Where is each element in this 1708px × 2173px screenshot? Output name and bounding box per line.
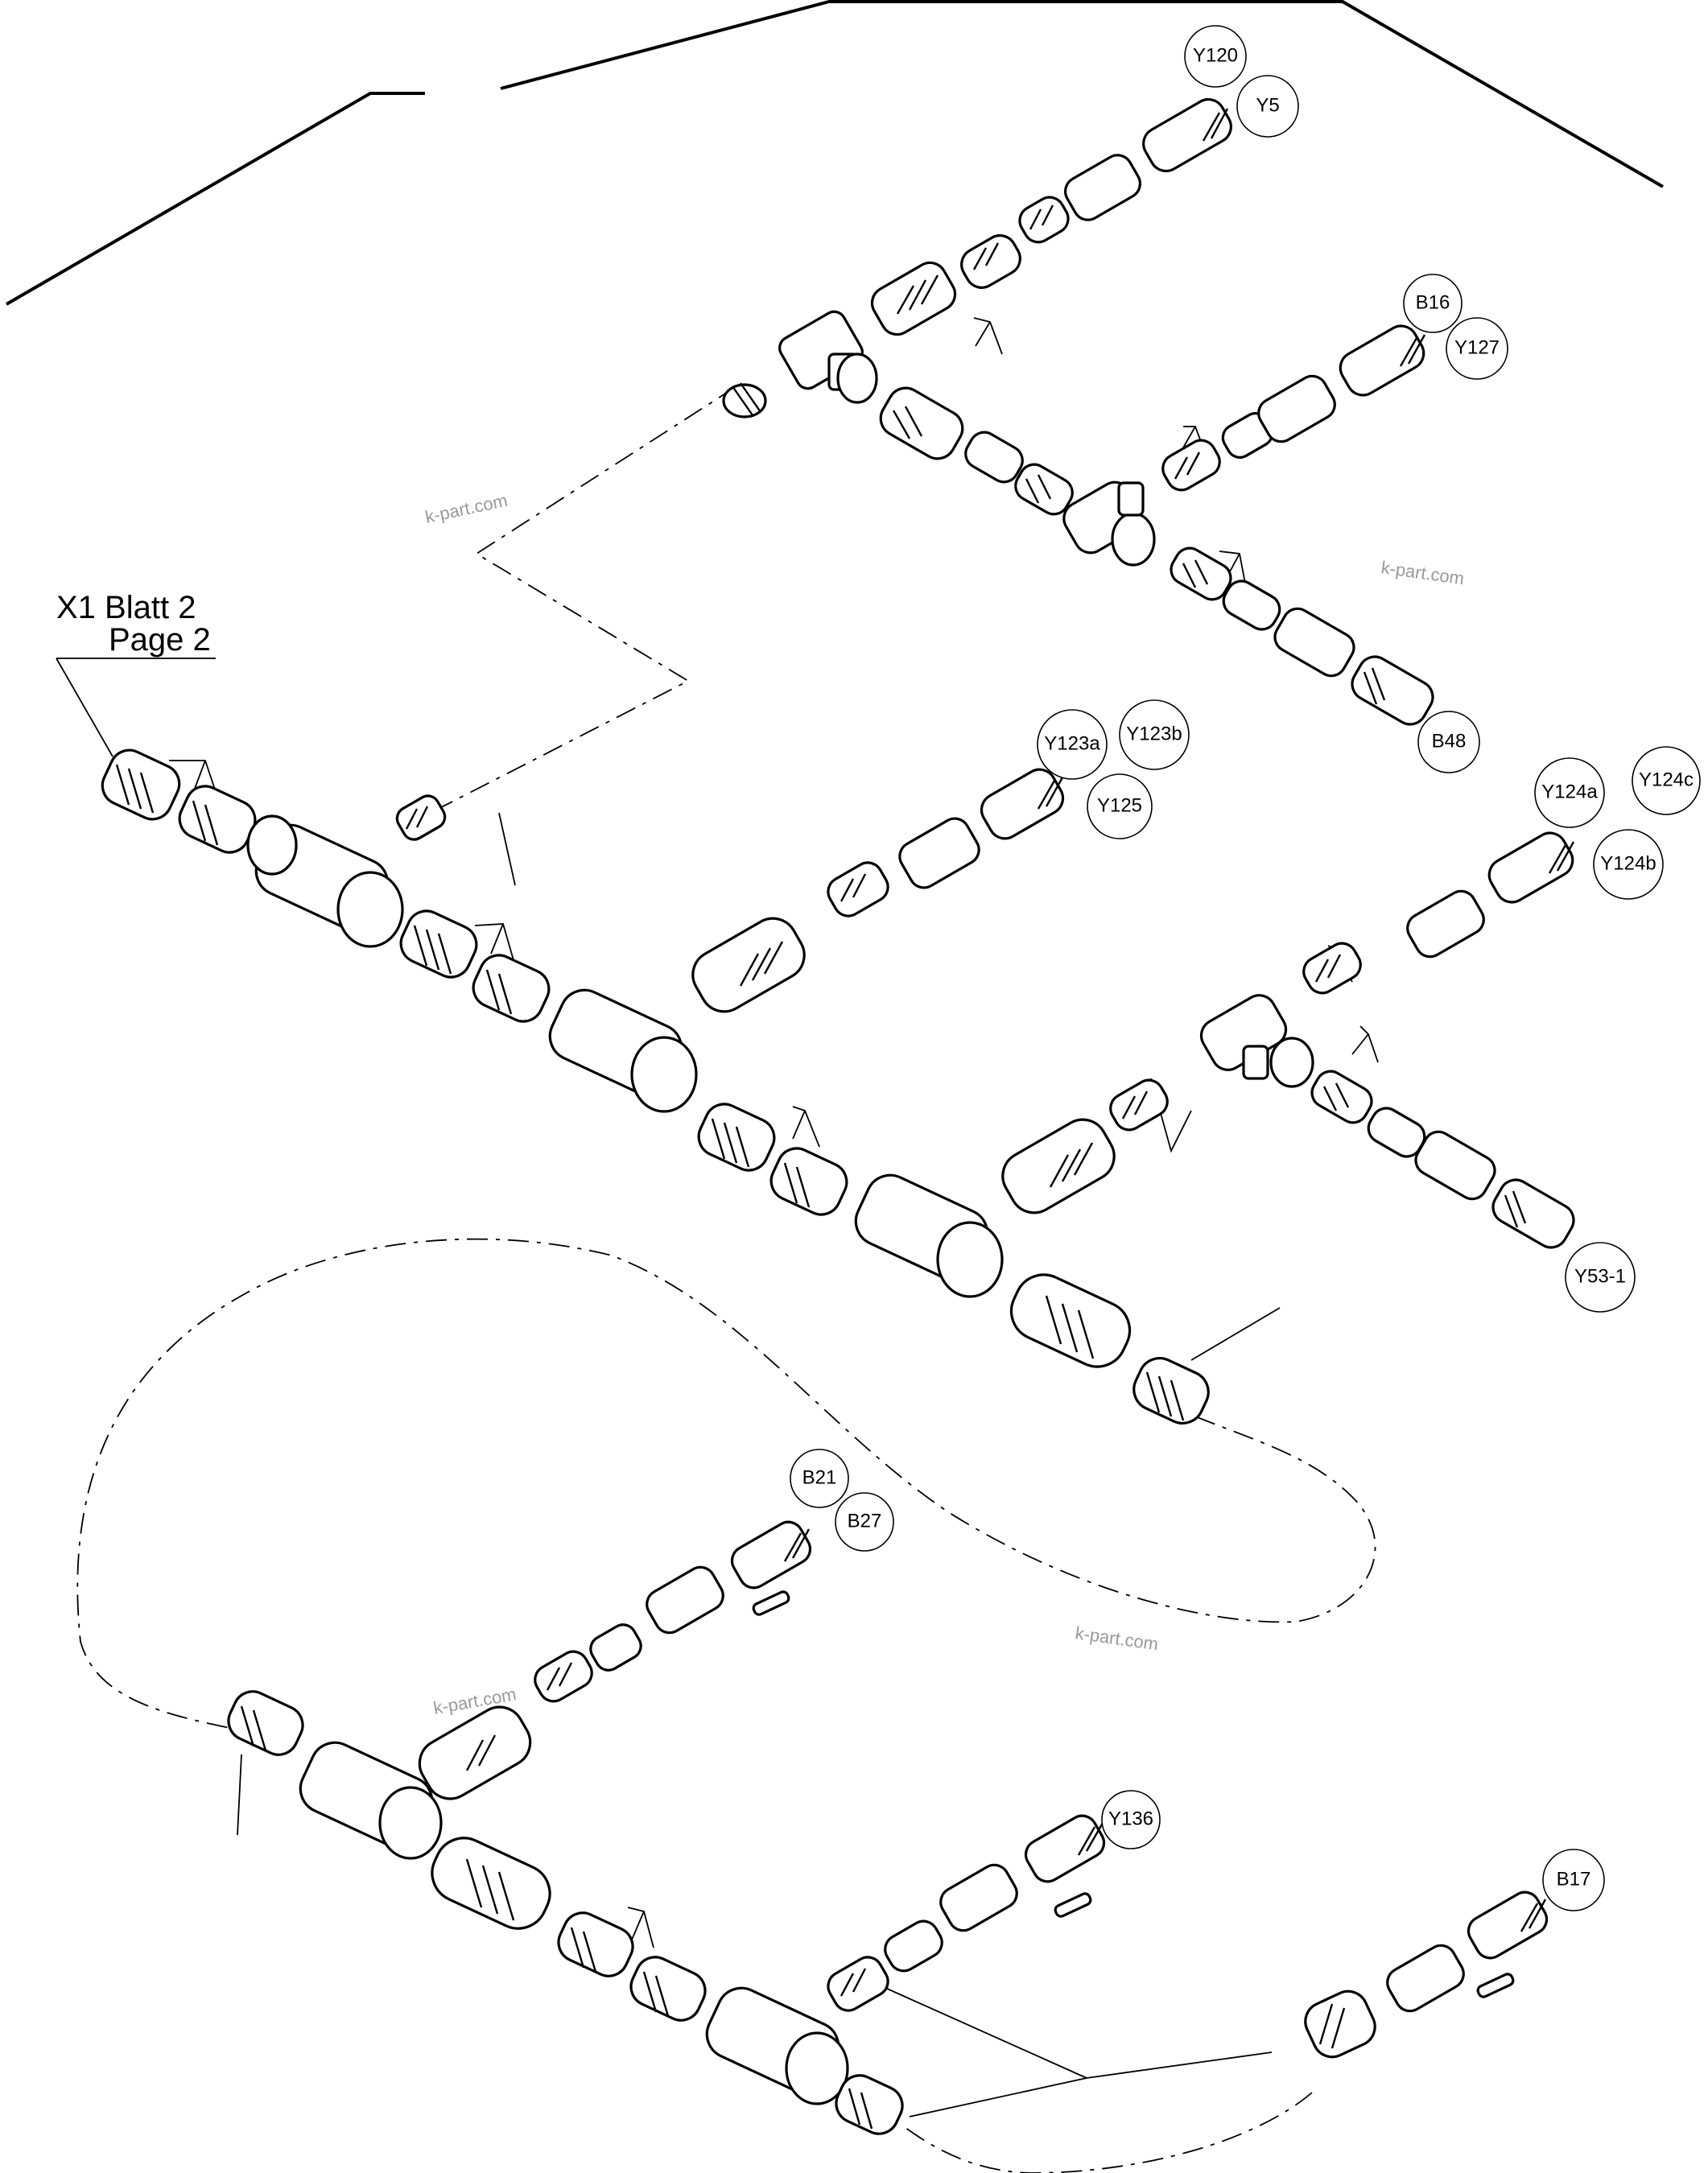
callout-y125: Y125 [1087,773,1153,839]
callout-circle [1037,709,1108,780]
watermark-1: k-part.com [423,490,510,527]
callout-y120: Y120 [1184,25,1247,88]
connector-group-main [101,748,1210,1425]
callout-b48: B48 [1417,711,1480,773]
callout-label: Y124a [1541,781,1598,802]
callout-circle [1087,773,1153,839]
callout-circle [1593,829,1664,900]
callout-y53-1: Y53-1 [1565,1242,1636,1313]
reference-label-line1: X1 Blatt 2 [56,590,196,625]
cable-edge-left [5,92,425,306]
cable-edge-right [500,0,1665,188]
callout-circle [1184,25,1247,88]
callout-label: Y124c [1639,769,1694,790]
callout-label: Y125 [1097,794,1142,816]
callout-circle [1403,274,1463,333]
callout-b16: B16 [1403,274,1463,333]
callout-circle [1101,1790,1161,1849]
callout-label: B16 [1416,291,1450,313]
callout-circle [1446,317,1508,380]
callout-circle [1236,75,1299,138]
callout-circle [1119,699,1190,770]
callout-y127: Y127 [1446,317,1508,380]
callout-label: Y120 [1193,44,1238,66]
callout-y123a: Y123a [1037,709,1108,780]
routing-line-upper [414,386,737,822]
connector-group-upper [722,97,1232,419]
callout-label: Y127 [1454,336,1500,358]
callout-label: B17 [1557,1868,1591,1890]
callout-circle [1534,757,1605,828]
routing-line-loop [76,1238,1376,1731]
reference-label-line2: Page 2 [109,622,211,658]
callout-b17: B17 [1542,1849,1605,1911]
callout-circle [1632,746,1701,815]
callout-label: Y123b [1126,723,1182,744]
callout-circle [790,1449,849,1508]
callout-y124b: Y124b [1593,829,1664,900]
callout-label: B21 [802,1466,837,1488]
callout-label: Y53-1 [1574,1265,1626,1287]
watermark-3: k-part.com [1074,1623,1159,1654]
callout-circle [1417,711,1480,773]
callout-y124c: Y124c [1632,746,1701,815]
callout-y136: Y136 [1101,1790,1161,1849]
connector-group-right [1001,831,1575,1249]
callout-y5: Y5 [1236,75,1299,138]
watermark-2: k-part.com [1380,557,1465,588]
callout-label: Y124b [1600,852,1656,874]
callout-b21: B21 [790,1449,849,1508]
callout-y123b: Y123b [1119,699,1190,770]
callout-circle [1565,1242,1636,1313]
callout-y124a: Y124a [1534,757,1605,828]
callout-label: Y123a [1044,732,1100,754]
callout-circle [1542,1849,1605,1911]
connector-group-upper-branch [879,324,1434,726]
callout-label: Y5 [1256,94,1279,116]
callout-label: B27 [848,1510,882,1532]
callout-label: Y136 [1108,1808,1153,1829]
connector-group-lower [227,1520,1549,2135]
callout-b27: B27 [835,1492,894,1552]
callout-label: B48 [1432,730,1467,752]
callout-circle [835,1492,894,1552]
routing-line-lower [901,2092,1313,2173]
connector-group-mid [691,768,1065,1013]
reference-leader [56,658,113,757]
